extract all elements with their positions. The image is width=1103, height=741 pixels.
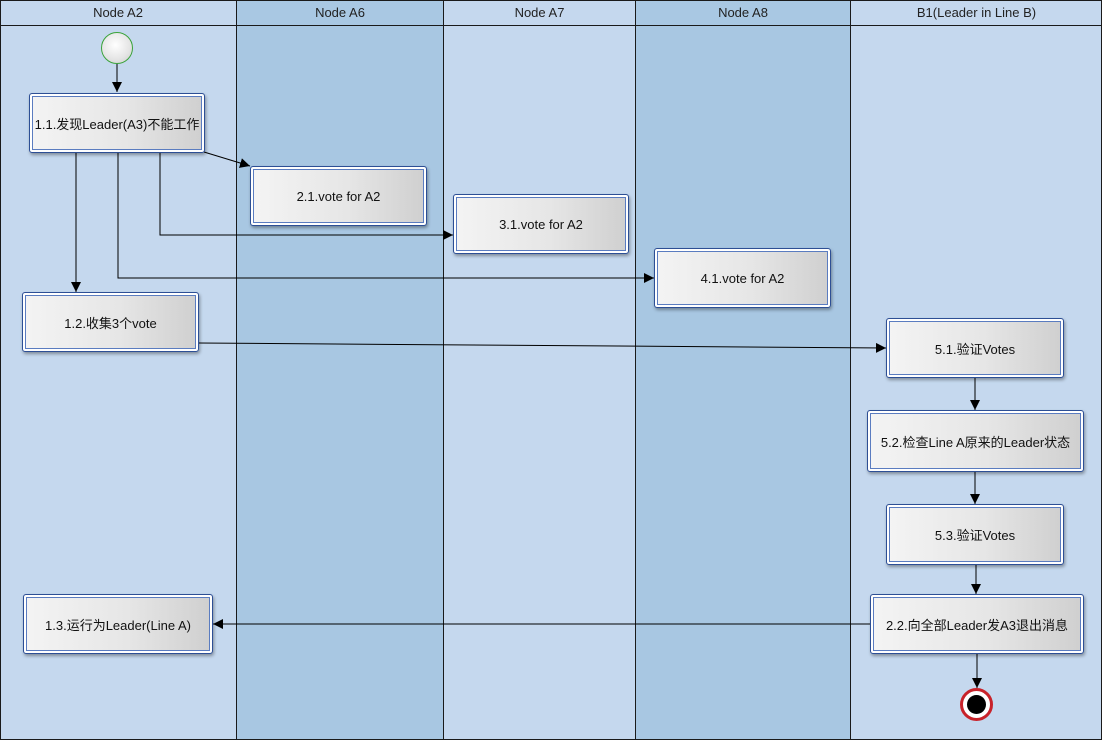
- edge-1-1-to-2-1: [203, 151, 251, 168]
- lane-node-a6: Node A6: [237, 0, 444, 740]
- lane-node-a8: Node A8: [636, 0, 851, 740]
- lane-header-node-a8: Node A8: [636, 0, 850, 26]
- action-2-2: 2.2.向全部Leader发A3退出消息: [870, 594, 1084, 654]
- action-1-2: 1.2.收集3个vote: [22, 292, 199, 352]
- edge-1-2-to-5-1: [197, 342, 887, 353]
- action-1-1: 1.1.发现Leader(A3)不能工作: [29, 93, 205, 153]
- lane-header-node-a6: Node A6: [237, 0, 443, 26]
- action-1-3: 1.3.运行为Leader(Line A): [23, 594, 213, 654]
- action-5-3: 5.3.验证Votes: [886, 504, 1064, 565]
- lane-header-node-a2: Node A2: [0, 0, 236, 26]
- lane-header-b1-leader: B1(Leader in Line B): [851, 0, 1102, 26]
- action-2-1: 2.1.vote for A2: [250, 166, 427, 226]
- lane-node-a7: Node A7: [444, 0, 636, 740]
- edge-1-1-to-3-1: [159, 152, 453, 240]
- lane-header-node-a7: Node A7: [444, 0, 635, 26]
- edge-1-1-to-4-1: [117, 152, 654, 283]
- initial-node: [101, 32, 133, 64]
- action-4-1: 4.1.vote for A2: [654, 248, 831, 308]
- action-5-1: 5.1.验证Votes: [886, 318, 1064, 378]
- final-node-dot: [967, 695, 986, 714]
- action-3-1: 3.1.vote for A2: [453, 194, 629, 254]
- action-5-2: 5.2.检查Line A原来的Leader状态: [867, 410, 1084, 472]
- final-node: [960, 688, 993, 721]
